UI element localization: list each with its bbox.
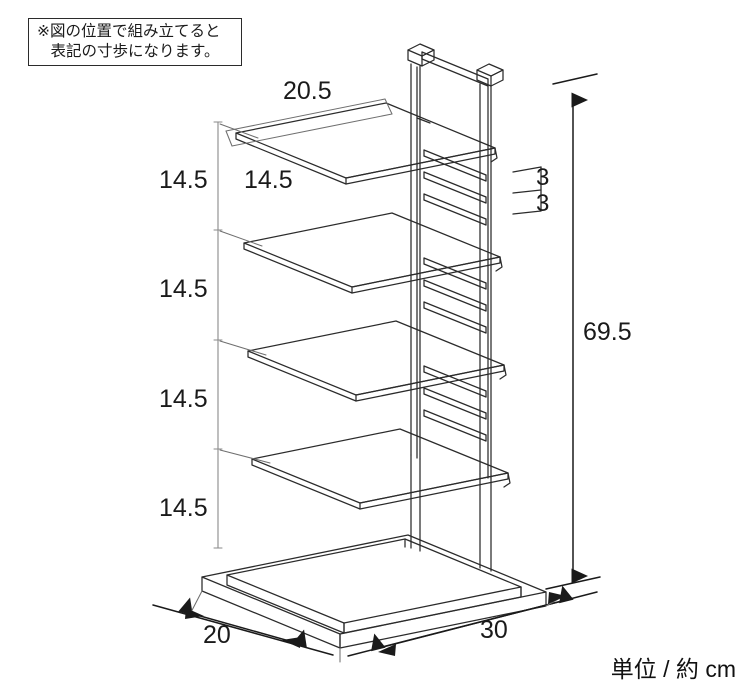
assembly-note-line-1: ※図の位置で組み立てると: [37, 23, 221, 41]
dimension-label-top-width: 20.5: [283, 77, 332, 105]
base-width-dimension: [347, 585, 598, 657]
dimension-label-tier-1: 14.5: [159, 166, 208, 194]
ladder-rungs-section-2: [423, 257, 487, 334]
shelf-bracket-hooks: [490, 147, 511, 488]
dimension-label-shelf-depth: 14.5: [244, 166, 293, 194]
frame-top-right-post: [476, 63, 504, 479]
left-dimension-line: [213, 121, 223, 549]
dimension-label-tier-2: 14.5: [159, 275, 208, 303]
dimension-label-total-height: 69.5: [583, 318, 632, 346]
base-depth-dimension: [152, 597, 334, 656]
post-base-joints: [410, 454, 492, 572]
assembly-note-box: ※図の位置で組み立てると 表記の寸歩になります。: [28, 18, 242, 66]
dimension-label-tier-4: 14.5: [159, 494, 208, 522]
assembly-note-line-2: 表記の寸歩になります。: [50, 43, 220, 60]
dimension-label-base-width: 30: [480, 616, 508, 644]
left-dimension-leaders: [219, 123, 271, 464]
dimension-label-rung-gap-lower: 3: [536, 190, 550, 217]
dimension-label-base-depth: 20: [203, 621, 231, 649]
dimension-label-tier-3: 14.5: [159, 385, 208, 413]
unit-label: 単位 / 約 cm: [610, 656, 736, 682]
frame-top-crossbar: [421, 51, 489, 87]
ladder-rungs-section-3: [423, 365, 487, 442]
dimension-label-rung-gap-upper: 3: [536, 164, 550, 191]
rung-gap-bracket: [512, 166, 542, 215]
top-width-dimension: [225, 98, 393, 147]
